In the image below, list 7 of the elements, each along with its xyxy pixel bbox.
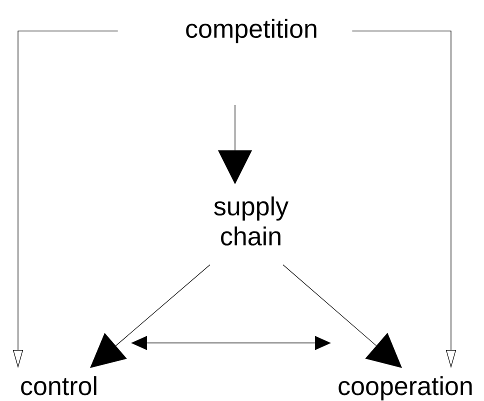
arrow xyxy=(131,336,331,350)
node-label: supply chain xyxy=(214,196,289,246)
arrow xyxy=(282,264,402,368)
node-label: control xyxy=(21,376,96,396)
node-label: cooperation xyxy=(338,376,472,400)
node-label: competition xyxy=(186,18,316,44)
arrow xyxy=(90,264,210,368)
